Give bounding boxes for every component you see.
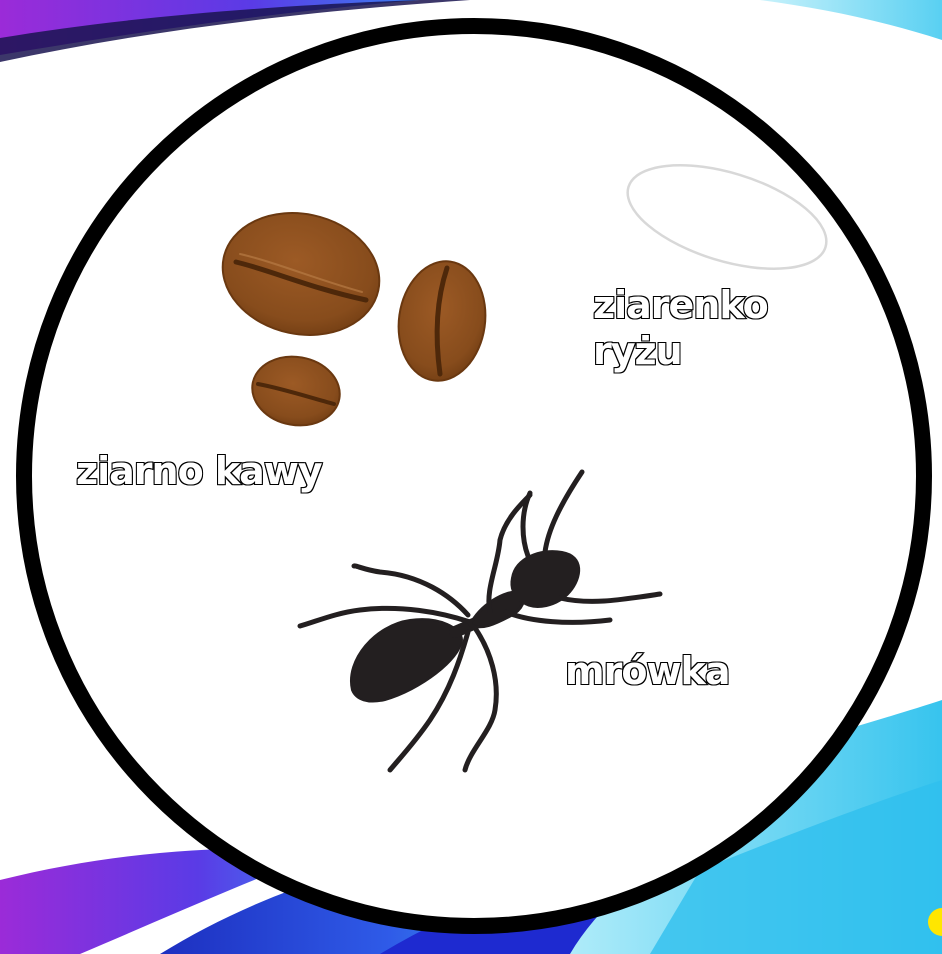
- rice-label-line-1: ziarenko: [593, 282, 768, 328]
- ant-label: mrówka: [565, 648, 729, 694]
- coffee-bean-label: ziarno kawy: [76, 448, 322, 494]
- rice-grain-label: ziarenko ryżu: [593, 282, 768, 374]
- rice-label-line-2: ryżu: [593, 328, 768, 374]
